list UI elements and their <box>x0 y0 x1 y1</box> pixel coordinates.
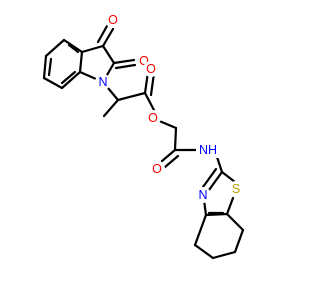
bond <box>101 27 115 48</box>
bond <box>60 70 82 90</box>
atom-label: NH <box>199 143 217 157</box>
atom-o-carbonyl: O <box>143 61 159 77</box>
bond <box>42 76 64 90</box>
bond <box>225 196 235 216</box>
atom-label: N <box>198 188 207 202</box>
atom-mask <box>195 187 211 203</box>
bond <box>193 243 215 260</box>
atom-label: O <box>146 62 156 76</box>
atom-s-thiazole: S <box>228 181 244 197</box>
molecule-structure-diagram: O O N O O O NH S <box>42 12 245 260</box>
bond <box>78 50 84 74</box>
atom-mask <box>228 181 244 197</box>
bond <box>233 228 245 254</box>
bond <box>62 38 84 54</box>
bond <box>116 91 147 102</box>
atom-nh-amide: NH <box>196 142 220 158</box>
bond-lines <box>42 24 245 260</box>
bond <box>102 98 120 118</box>
bond <box>163 154 180 169</box>
atom-label: O <box>139 54 149 68</box>
bond <box>80 44 105 54</box>
bond <box>112 58 136 65</box>
atom-label: N <box>98 75 107 89</box>
bond <box>207 170 224 192</box>
bond <box>225 212 245 232</box>
atom-label: O <box>152 162 162 176</box>
atom-mask <box>196 142 220 158</box>
atom-mask <box>145 110 161 126</box>
atom-o-amide: O <box>149 161 165 177</box>
bond <box>96 24 109 44</box>
atom-label: O <box>108 13 118 27</box>
bond <box>204 212 229 217</box>
bond <box>101 44 116 65</box>
bond <box>67 43 80 54</box>
atom-label: S <box>232 182 240 196</box>
atom-o-top: O <box>105 12 121 28</box>
bond <box>211 250 237 260</box>
bond <box>47 57 53 77</box>
atom-label: O <box>148 111 158 125</box>
bond <box>201 167 218 189</box>
atom-n-thiazole: N <box>195 187 211 203</box>
atom-labels: O O N O O O NH S <box>95 12 244 203</box>
bond <box>160 148 177 163</box>
bond <box>114 63 137 70</box>
atom-mask <box>143 61 159 77</box>
bond <box>44 38 66 58</box>
bond <box>60 70 77 85</box>
bond <box>193 213 208 247</box>
bond <box>149 71 156 97</box>
bond <box>42 54 48 80</box>
bond <box>143 91 157 114</box>
bond <box>220 170 237 184</box>
atom-mask <box>105 12 121 28</box>
bond <box>173 126 178 152</box>
atom-mask <box>95 74 111 90</box>
atom-n-indoline: N <box>95 74 111 90</box>
atom-mask <box>149 161 165 177</box>
atom-o-ester: O <box>145 110 161 126</box>
